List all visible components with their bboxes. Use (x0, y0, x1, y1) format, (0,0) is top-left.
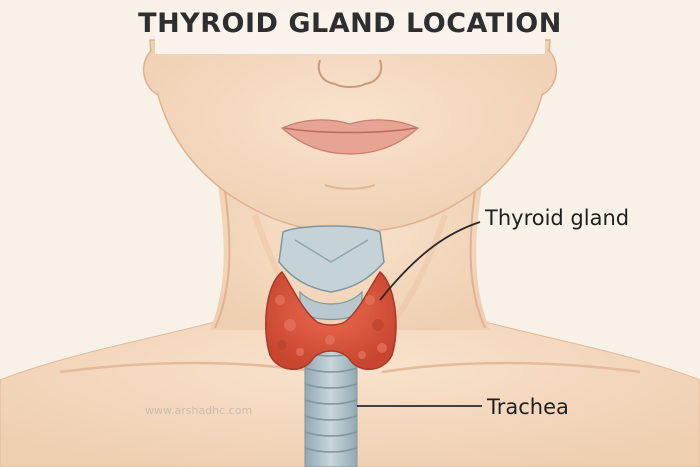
trachea (304, 339, 358, 467)
thyroid-gland (265, 270, 397, 370)
nose (317, 59, 383, 88)
lips (280, 119, 420, 155)
watermark: www.arshadhc.com (145, 404, 253, 417)
diagram-title: THYROID GLAND LOCATION (138, 8, 562, 39)
title-band (155, 10, 545, 54)
left-ear (143, 49, 159, 96)
right-ear (541, 49, 557, 96)
trachea-label: Trachea (487, 395, 569, 419)
thyroid-leader-line (379, 221, 481, 301)
thyroid-gland-label: Thyroid gland (485, 206, 630, 230)
larynx-cartilage (278, 225, 385, 321)
